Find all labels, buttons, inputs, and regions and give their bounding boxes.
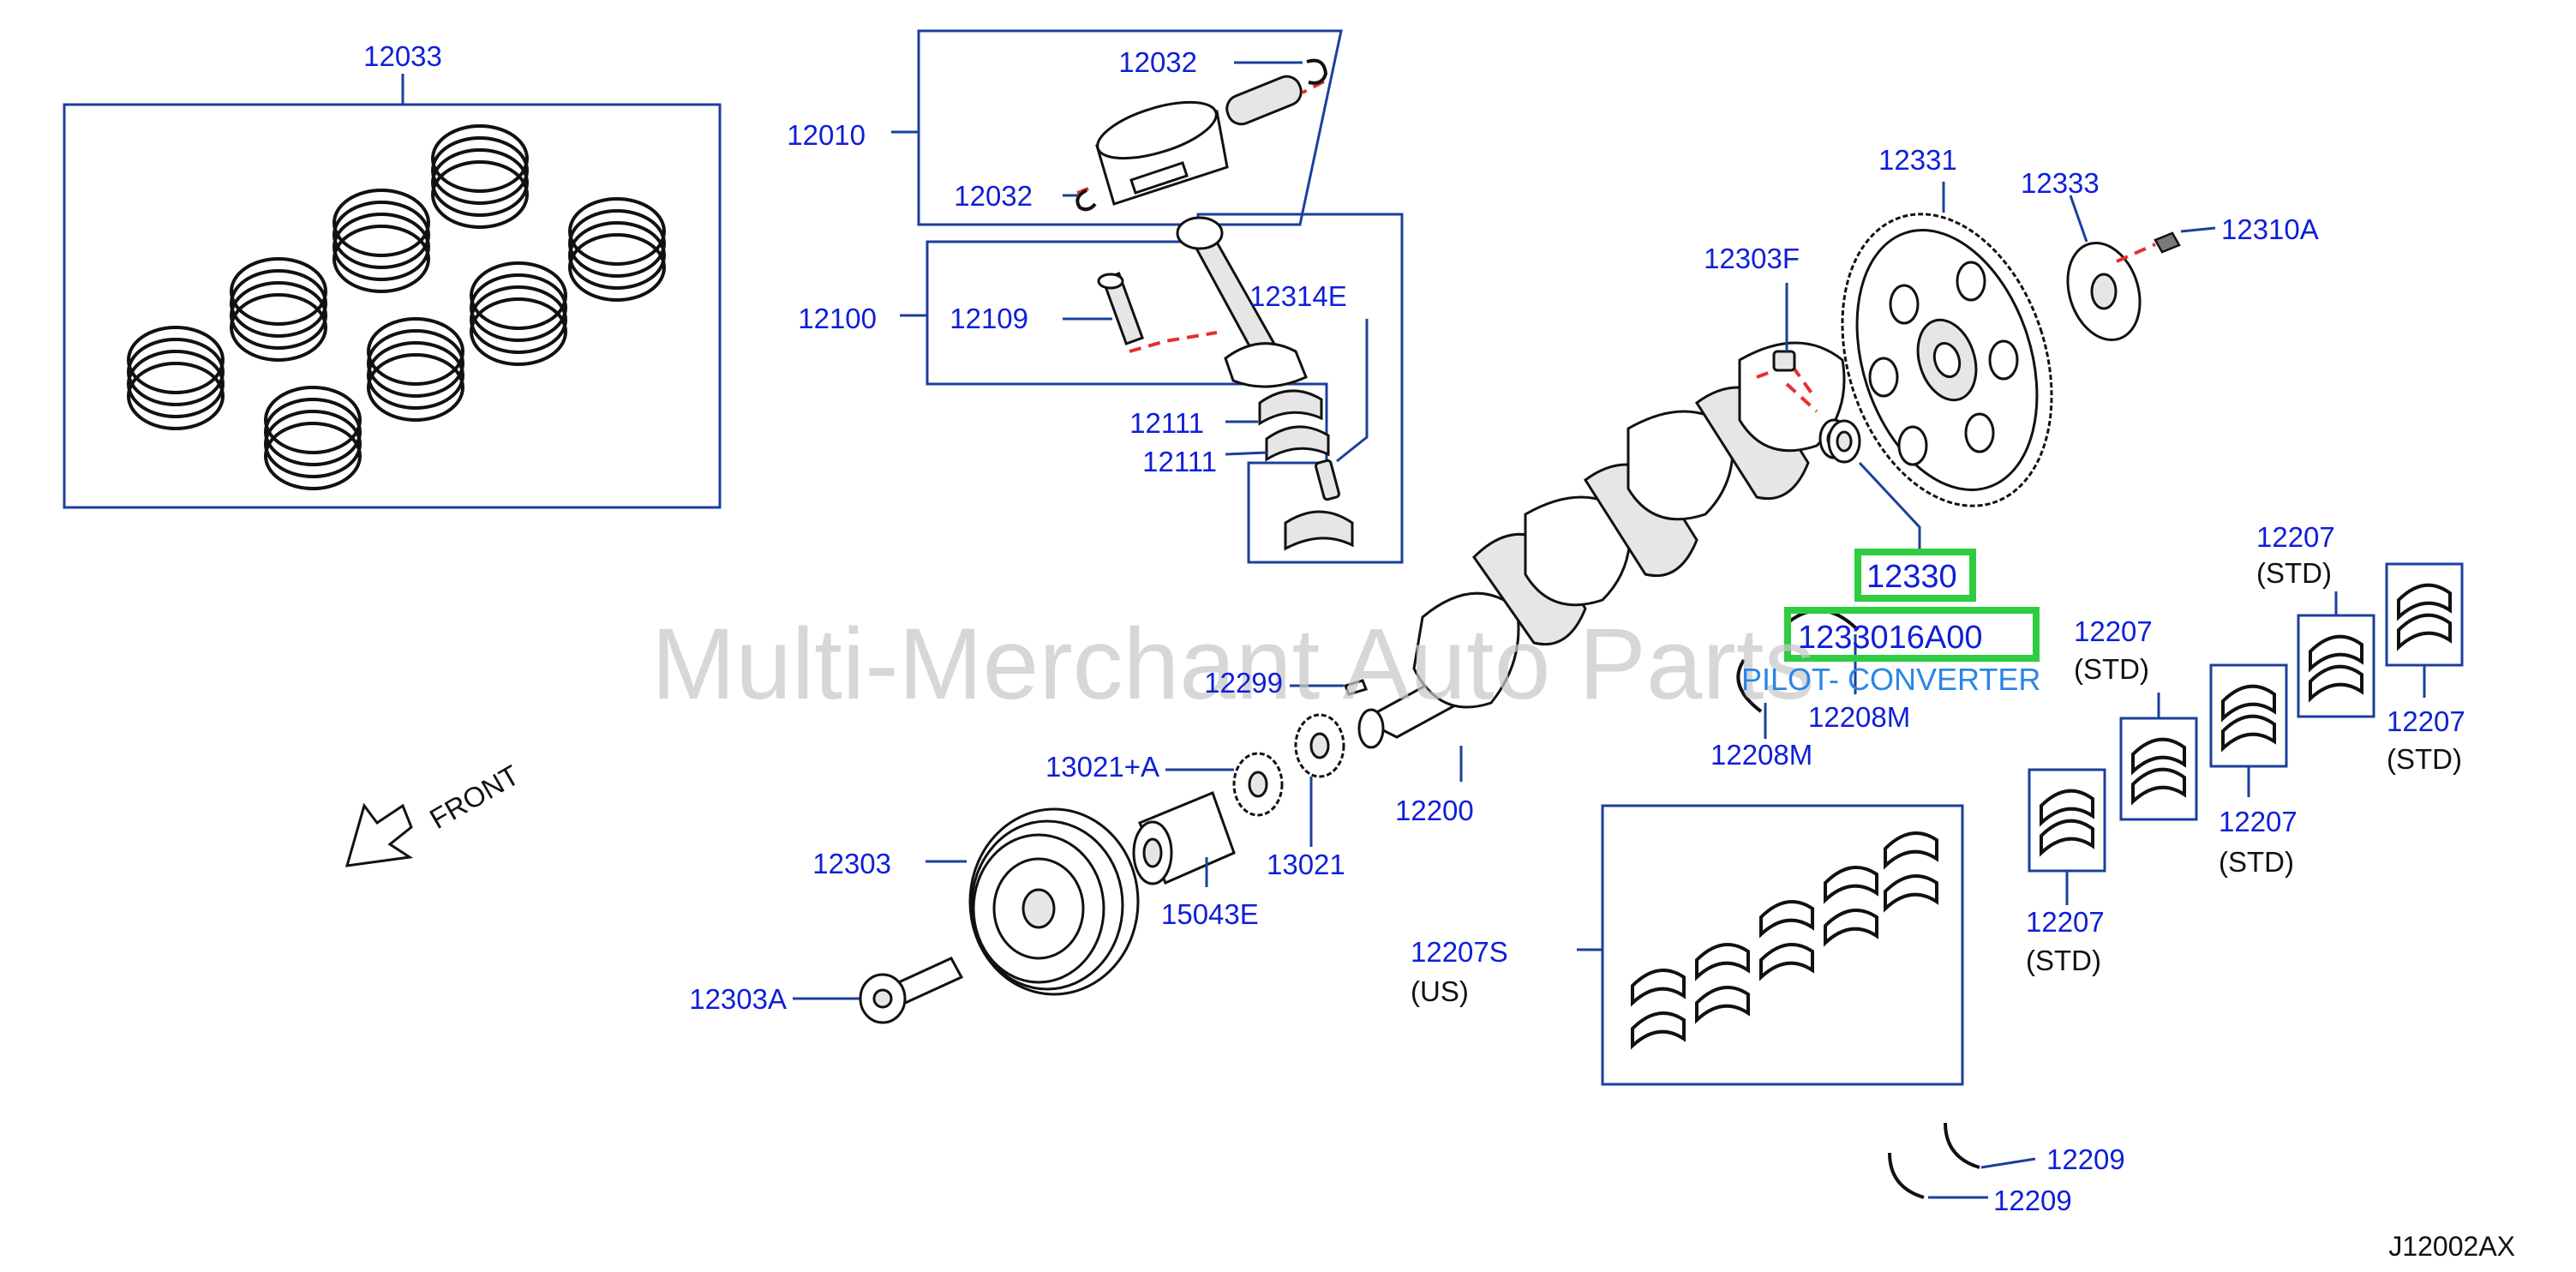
label-13021[interactable]: 13021	[1267, 849, 1345, 880]
label-12310A[interactable]: 12310A	[2221, 213, 2319, 245]
label-12100[interactable]: 12100	[798, 303, 877, 334]
label-12303F[interactable]: 12303F	[1704, 243, 1800, 274]
label-12314E[interactable]: 12314E	[1249, 280, 1347, 312]
sprocket-drawing	[1165, 713, 1345, 847]
label-12207-d[interactable]: 12207	[2219, 806, 2297, 837]
label-12303[interactable]: 12303	[812, 848, 891, 879]
main-bearing-set-box	[1601, 804, 1964, 1086]
crank-bolt-drawing	[793, 957, 964, 1024]
label-replacement-1233016A00[interactable]: 1233016A00	[1798, 620, 1983, 656]
spacer-drawing	[1132, 791, 1236, 887]
label-12111-upper[interactable]: 12111	[1129, 407, 1204, 439]
label-12109[interactable]: 12109	[950, 303, 1028, 334]
label-12033[interactable]: 12033	[363, 40, 442, 72]
front-label: FRONT	[424, 759, 524, 835]
drive-plate-drawing	[1841, 182, 2216, 507]
connecting-rod-drawing	[1063, 216, 1369, 551]
label-12032-top[interactable]: 12032	[1118, 46, 1197, 78]
label-12208M-right[interactable]: 12208M	[1808, 701, 1910, 733]
thrust-washer-12209-drawing	[1888, 1122, 2036, 1199]
front-arrow	[344, 802, 414, 867]
label-12207-a[interactable]: 12207	[2074, 615, 2153, 647]
highlight-box-12330	[1854, 549, 1976, 602]
sub-std-d: (STD)	[2219, 846, 2294, 878]
label-12209-upper[interactable]: 12209	[2046, 1143, 2125, 1175]
key-drawing	[1343, 679, 1369, 696]
label-12200[interactable]: 12200	[1395, 795, 1474, 826]
piston-ring-stacks	[127, 124, 666, 490]
piston-ring-box	[63, 103, 722, 509]
label-12111-lower[interactable]: 12111	[1142, 446, 1217, 477]
label-12207-e[interactable]: 12207	[2026, 906, 2105, 938]
label-12208M-left[interactable]: 12208M	[1710, 739, 1812, 771]
diagram-code: J12002AX	[2388, 1231, 2515, 1262]
label-12207-c[interactable]: 12207	[2387, 705, 2465, 737]
watermark: Multi-Merchant Auto Parts	[651, 608, 1815, 721]
label-12207S[interactable]: 12207S	[1411, 936, 1508, 968]
label-15043E[interactable]: 15043E	[1161, 898, 1259, 930]
sub-std-b: (STD)	[2256, 557, 2332, 589]
label-12331[interactable]: 12331	[1878, 144, 1957, 176]
piston-ring-set-group	[63, 74, 722, 509]
connecting-rod-group	[900, 213, 1404, 564]
label-12303A[interactable]: 12303A	[689, 983, 787, 1015]
label-pilot-converter: PILOT- CONVERTER	[1741, 662, 2040, 697]
sub-std-c: (STD)	[2387, 743, 2462, 775]
label-12010[interactable]: 12010	[787, 119, 866, 151]
sub-std-e: (STD)	[2026, 945, 2101, 976]
label-12207-b[interactable]: 12207	[2256, 521, 2335, 553]
piston-drawing	[1063, 58, 1328, 212]
label-12209-lower[interactable]: 12209	[1993, 1185, 2072, 1216]
label-12330[interactable]: 12330	[1866, 559, 1957, 595]
piston-box	[917, 29, 1343, 226]
sub-std-a: (STD)	[2074, 653, 2149, 685]
sub-us: (US)	[1411, 975, 1469, 1007]
crank-pulley-drawing	[926, 807, 1140, 996]
label-12299[interactable]: 12299	[1204, 667, 1283, 699]
label-12032-bottom[interactable]: 12032	[954, 180, 1033, 212]
pilot-converter-drawing	[1827, 419, 1861, 464]
main-bearing-std-boxes	[2028, 562, 2464, 905]
highlight-box-replacement	[1784, 607, 2040, 662]
main-bearing-set-group	[1577, 804, 1964, 1086]
connecting-rod-box	[926, 213, 1404, 564]
crankshaft-drawing	[1357, 283, 1921, 782]
label-13021A[interactable]: 13021+A	[1045, 751, 1159, 783]
piston-group	[891, 29, 1343, 226]
label-12333[interactable]: 12333	[2021, 167, 2100, 199]
